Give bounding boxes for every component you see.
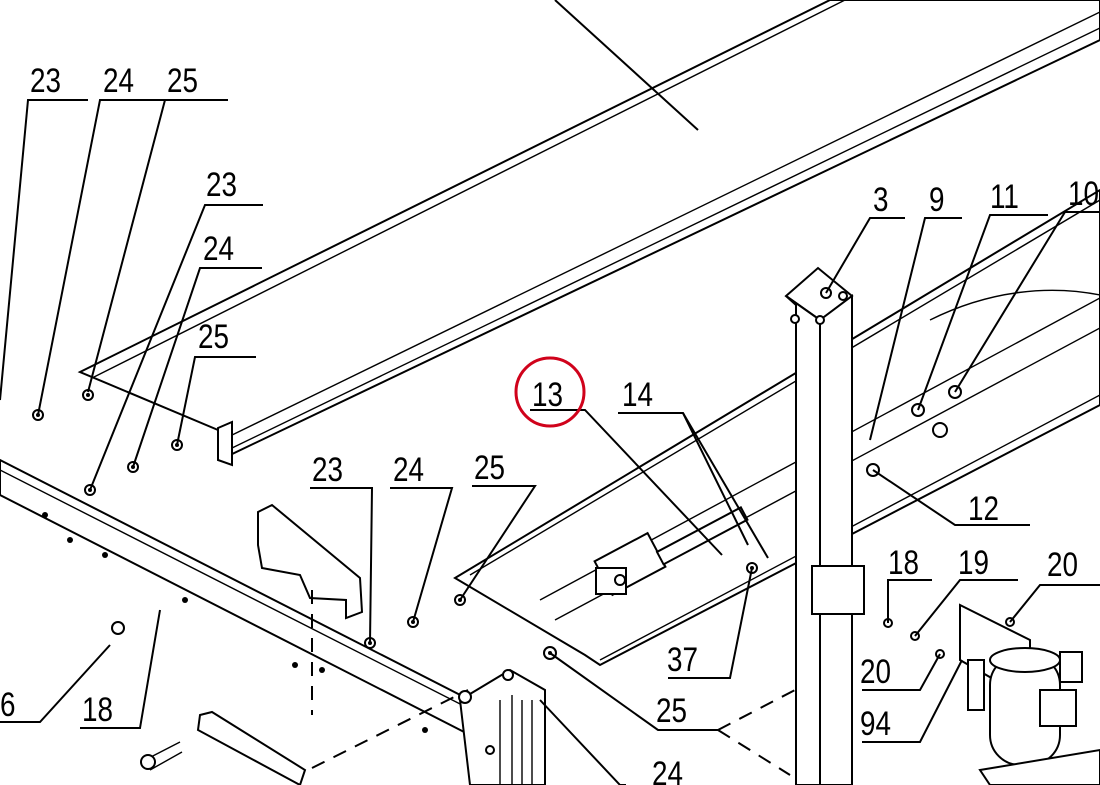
callout-94: 94 (860, 704, 891, 742)
callout-24: 24 (652, 754, 683, 785)
callout-24: 24 (393, 450, 424, 488)
callout-11: 11 (990, 177, 1019, 215)
vertical-post (784, 266, 865, 785)
callout-20: 20 (1047, 545, 1078, 583)
callout-23: 23 (312, 450, 343, 488)
leader-lines (0, 99, 1100, 785)
side-rail (0, 458, 471, 737)
callout-25: 25 (167, 61, 198, 99)
callout-6: 6 (0, 685, 16, 723)
callout-18: 18 (888, 543, 919, 581)
callout-labels: 23 24 25 23 24 25 23 24 25 13 14 3 9 11 … (0, 61, 1099, 785)
callout-25: 25 (656, 691, 687, 729)
callout-37: 37 (667, 640, 698, 678)
callout-13: 13 (532, 375, 563, 413)
callout-10: 10 (1068, 174, 1099, 212)
callout-12: 12 (968, 489, 999, 527)
callout-25: 25 (198, 317, 229, 355)
lower-column (458, 668, 546, 785)
top-cover-panel (77, 0, 1100, 467)
callout-9: 9 (929, 180, 945, 218)
callout-20: 20 (860, 652, 891, 690)
callout-23: 23 (206, 165, 237, 203)
callout-23: 23 (30, 61, 61, 99)
bracket-plate (257, 503, 364, 715)
callout-24: 24 (203, 229, 234, 267)
callout-18: 18 (82, 690, 113, 728)
callout-25: 25 (474, 448, 505, 486)
callout-24: 24 (103, 61, 134, 99)
callout-3: 3 (873, 180, 889, 218)
pump-motor (959, 603, 1100, 785)
callout-19: 19 (958, 543, 989, 581)
highlight-circle (514, 356, 586, 428)
callout-14: 14 (622, 375, 653, 413)
bottom-bar (111, 621, 469, 785)
